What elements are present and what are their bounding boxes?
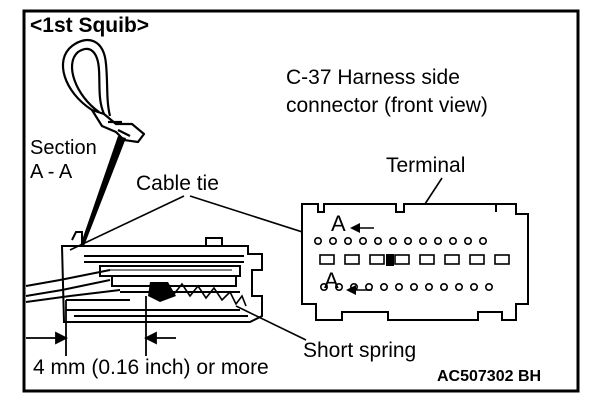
section-label-line1: Section — [30, 137, 97, 159]
terminal-pin-bottom — [484, 282, 493, 291]
terminal-pin-bottom — [379, 282, 388, 291]
terminal-pin-bottom — [454, 282, 463, 291]
terminal-pin-top — [358, 237, 367, 246]
terminal-pin-top — [388, 237, 397, 246]
connector-title-line2: connector (front view) — [286, 94, 488, 117]
terminal-pin-bottom — [424, 282, 433, 291]
connector-title-line1: C-37 Harness side — [286, 66, 460, 89]
harness-wires — [25, 269, 121, 303]
figure-code: AC507302 BH — [437, 368, 542, 385]
spring-pad — [148, 282, 176, 302]
connector-slot — [494, 254, 510, 265]
section-marker-bottom: A — [324, 268, 339, 293]
terminal-pin-bottom — [334, 282, 343, 291]
terminal-pin-top — [373, 237, 382, 246]
cable-tie-label: Cable tie — [136, 172, 219, 195]
terminal-pin-bottom — [319, 282, 328, 291]
connector-slot — [344, 254, 360, 265]
short-spring-label: Short spring — [303, 339, 417, 362]
terminal-pin-bottom — [439, 282, 448, 291]
connector-slot — [469, 254, 485, 265]
figure-border — [22, 9, 580, 393]
terminal-pin-top — [418, 237, 427, 246]
terminal-pin-top — [463, 237, 472, 246]
terminal-pin-top — [343, 237, 352, 246]
terminal-pin-top — [313, 237, 322, 246]
terminal-pin-top — [403, 237, 412, 246]
terminal-pin-bottom — [409, 282, 418, 291]
squib-header: <1st Squib> — [30, 14, 150, 37]
connector-slot — [394, 254, 410, 265]
section-pointer-wedge — [80, 136, 126, 246]
section-marker-top: A — [331, 211, 346, 236]
connector-side-body — [60, 231, 263, 323]
terminal-pin-top — [433, 237, 442, 246]
terminal-pin-bottom — [394, 282, 403, 291]
terminal-pin-bottom — [469, 282, 478, 291]
connector-slot — [444, 254, 460, 265]
section-label-line2: A - A — [30, 161, 73, 183]
terminal-label: Terminal — [386, 154, 466, 177]
connector-slot — [419, 254, 435, 265]
terminal-pin-bottom — [364, 282, 373, 291]
connector-front-view — [301, 203, 529, 321]
cable-tie-loop-illustration — [61, 38, 146, 144]
dimension-label: 4 mm (0.16 inch) or more — [33, 356, 269, 379]
connector-slot — [369, 254, 385, 265]
terminal-pin-top — [478, 237, 487, 246]
dimension-marks — [26, 296, 176, 356]
terminal-pin-top — [328, 237, 337, 246]
connector-slot — [319, 254, 335, 265]
terminal-pin-top — [448, 237, 457, 246]
